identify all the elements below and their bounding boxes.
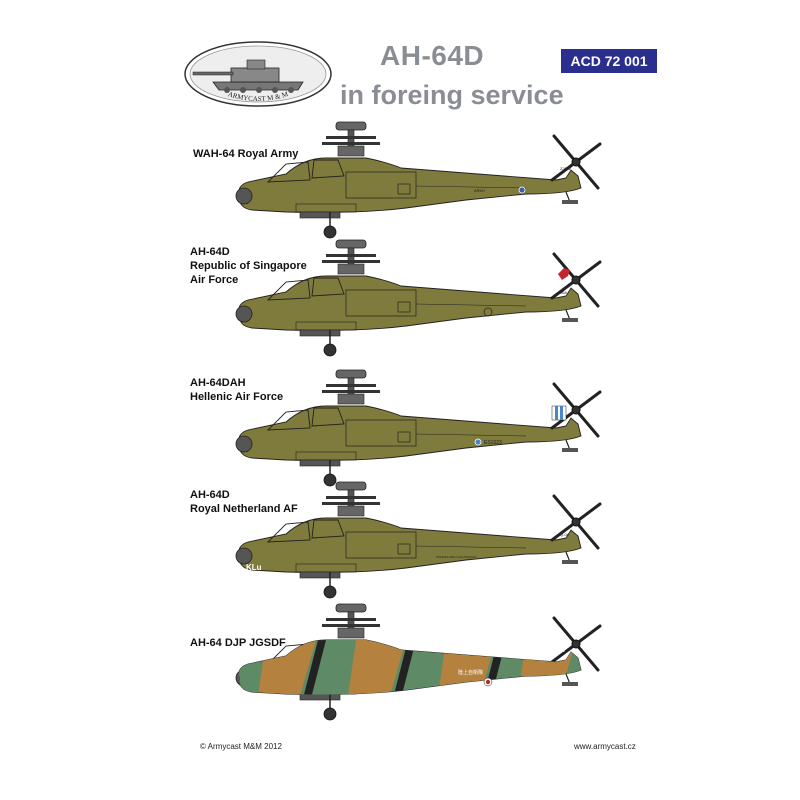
helicopter-jgsdf-profile: 陸上自衛隊 74502 74505 — [234, 602, 602, 722]
marking-tail-code: 068 — [560, 290, 567, 295]
variant-label-1: WAH-64 Royal Army — [193, 147, 298, 161]
variant-label-line: AH-64D — [190, 246, 230, 258]
red-lion-icon — [558, 268, 570, 280]
helicopter-wah64-profile: ARMY ZJ232 — [234, 120, 602, 240]
variant-label-4: AH-64D Royal Netherland AF — [190, 488, 298, 516]
roundel-blue-icon — [518, 186, 526, 194]
variant-label-line: Royal Netherland AF — [190, 503, 298, 515]
page-title: AH-64D — [380, 40, 485, 71]
variant-label-line: AH-64D — [190, 489, 230, 501]
marking-tail-code: Q-04 — [560, 532, 570, 537]
variant-label-2: AH-64D Republic of Singapore Air Force — [190, 245, 307, 287]
marking-fuselage-text: KONINKLIJKE LUCHTMACHT — [436, 555, 477, 559]
helicopter-netherlands-profile: KLu KONINKLIJKE LUCHTMACHT Q-04 — [234, 480, 602, 600]
armycast-logo: ARMYCAST M & M — [184, 41, 332, 107]
variant-label-line: Air Force — [190, 274, 239, 286]
variant-label-line: AH-64 DJP JGSDF — [190, 637, 286, 649]
marking-fuselage-text: ARMY — [474, 188, 486, 193]
marking-serial: ES1023 — [484, 440, 502, 446]
page-subtitle: in foreing service — [340, 80, 564, 110]
variant-label-line: AH-64DAH — [190, 377, 246, 389]
website-text: www.armycast.cz — [574, 742, 636, 751]
copyright-text: © Armycast M&M 2012 — [200, 742, 282, 751]
product-code-badge: ACD 72 001 — [561, 49, 657, 73]
marking-nose-text: KLu — [246, 563, 262, 572]
marking-nose-code: 74505 — [274, 694, 286, 699]
variant-label-3: AH-64DAH Hellenic Air Force — [190, 376, 283, 404]
variant-label-line: WAH-64 Royal Army — [193, 148, 299, 160]
helicopter-hellenic-profile: ES1023 — [234, 368, 602, 488]
variant-label-5: AH-64 DJP JGSDF — [190, 636, 286, 650]
marking-tail-code: ZJ232 — [560, 166, 572, 171]
variant-label-line: Republic of Singapore — [190, 260, 307, 272]
greek-flag-icon — [551, 405, 567, 421]
variant-label-line: Hellenic Air Force — [190, 391, 284, 403]
helicopter-singapore-profile: 068 — [234, 238, 602, 358]
marking-fuselage-text: 陸上自衛隊 — [458, 669, 483, 676]
marking-tail-code: 74502 — [554, 648, 566, 653]
